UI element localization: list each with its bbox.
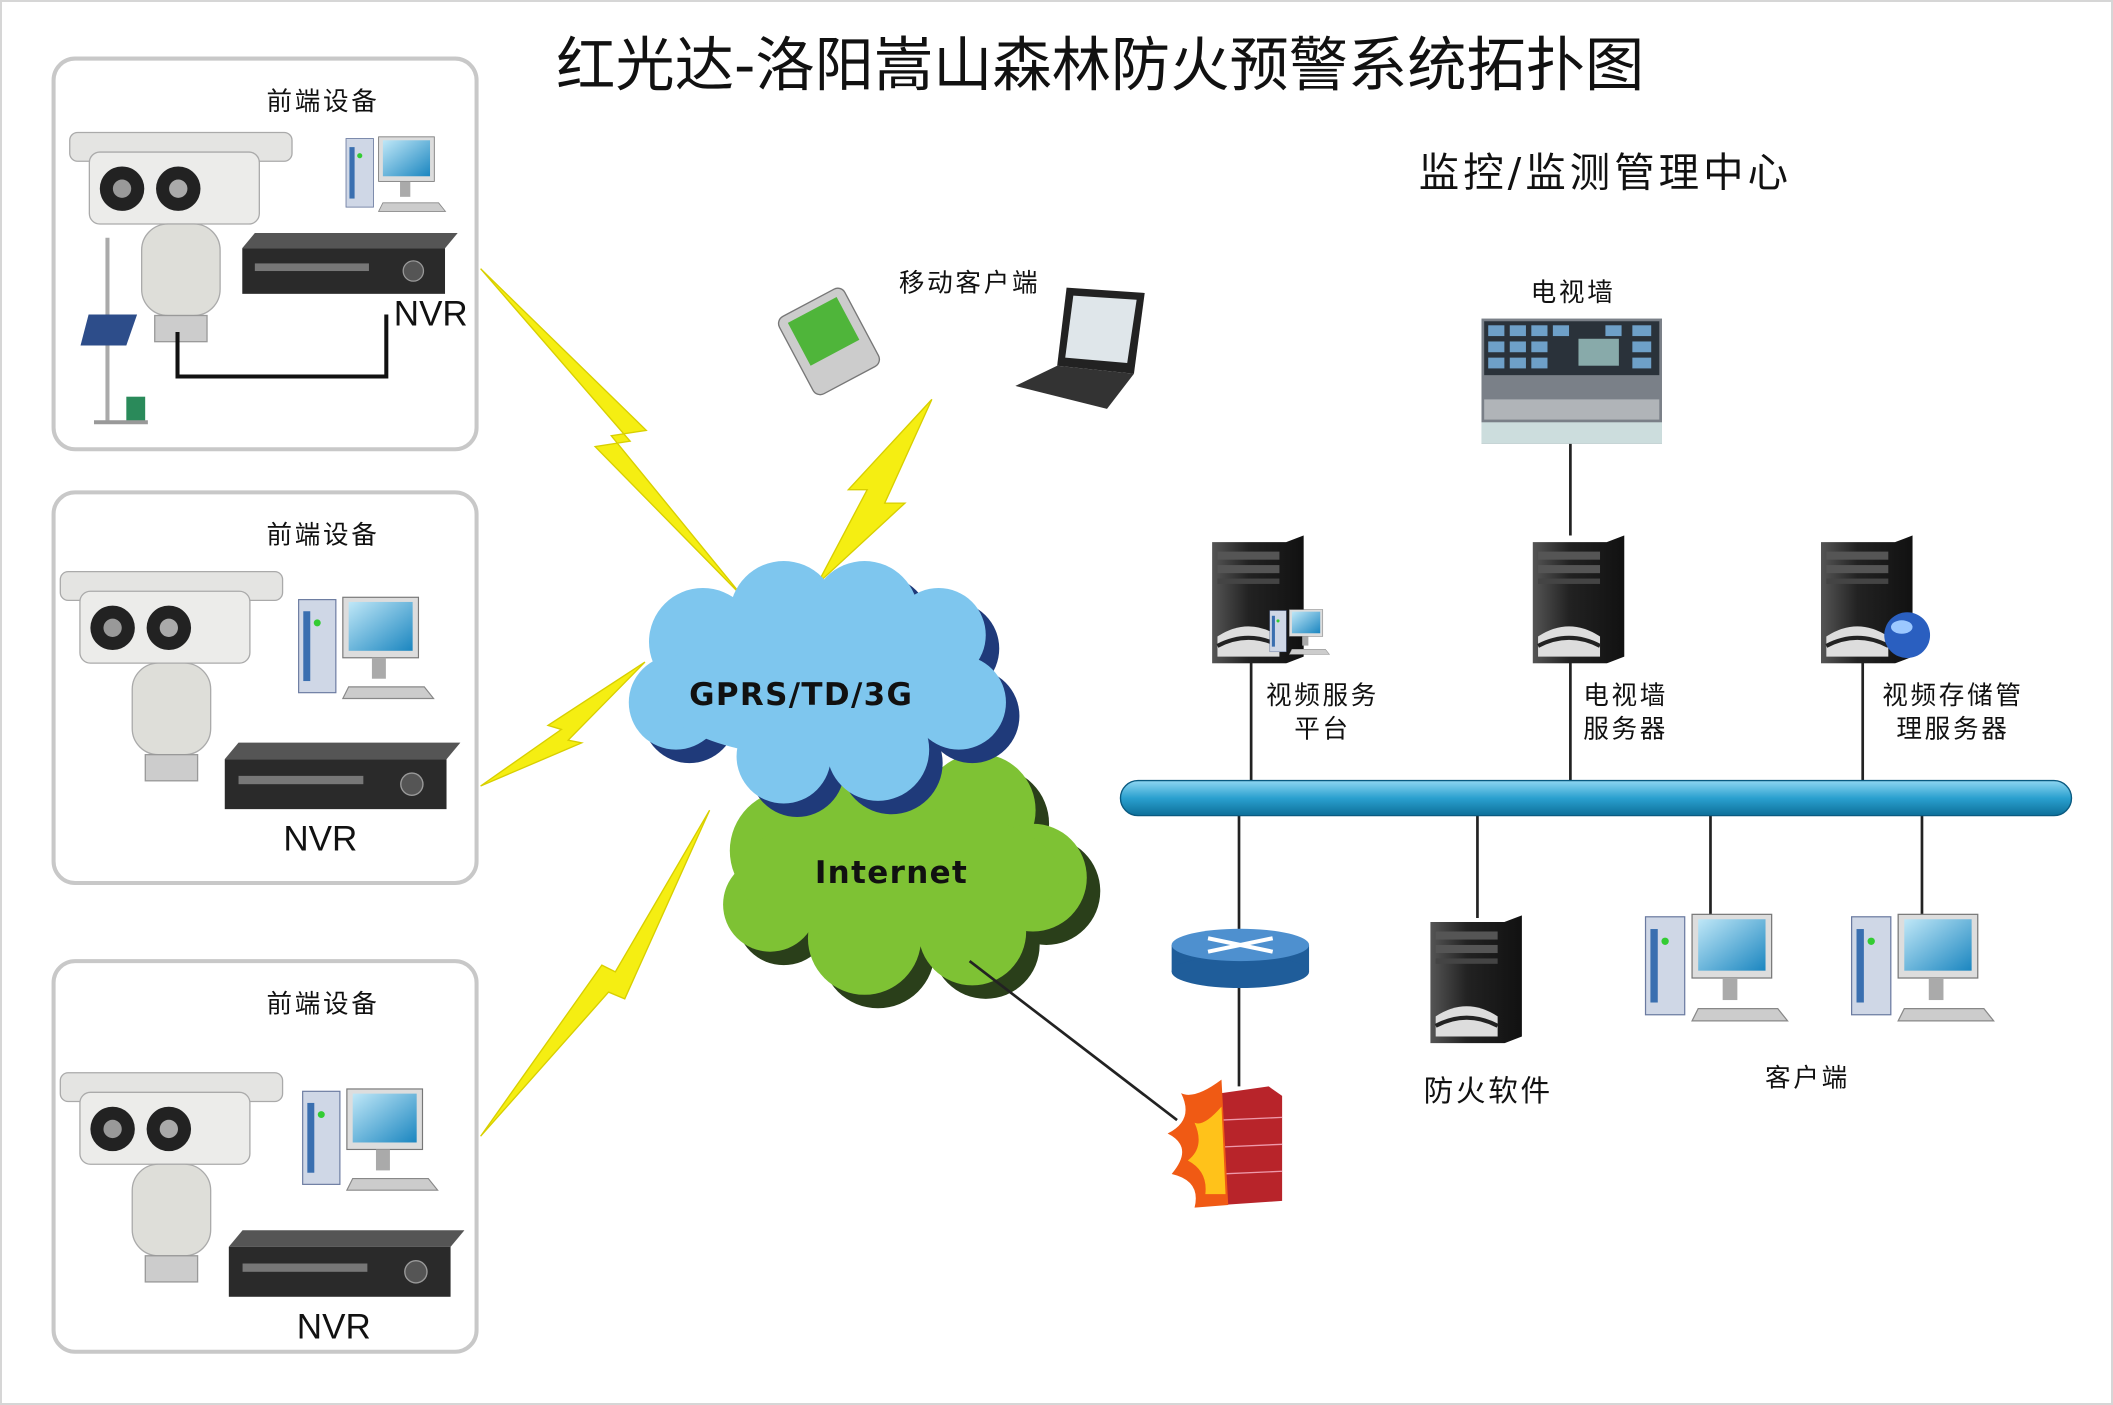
nvr-label: NVR: [283, 820, 357, 859]
mobile-client-label: 移动客户端: [899, 269, 1040, 299]
bus-connectors: [968, 662, 1924, 1122]
center-title: 监控/监测管理中心: [1419, 149, 1792, 197]
tv-wall-icon: [1481, 318, 1662, 444]
nvr-icon: [242, 232, 458, 295]
server-label: 视频服务: [1266, 681, 1379, 711]
client-computer-icon: [1850, 913, 1995, 1022]
connection-line: [175, 314, 389, 379]
fire-software-label: 防火软件: [1424, 1073, 1553, 1108]
server-label: 理服务器: [1896, 715, 2009, 745]
lightning-bolt-icon: [480, 809, 711, 1137]
client-label: 客户端: [1765, 1063, 1850, 1093]
globe-icon: [1884, 612, 1931, 659]
nvr-label: NVR: [297, 1307, 371, 1346]
laptop-icon: [1015, 287, 1145, 409]
front-panel-label: 前端设备: [266, 87, 379, 117]
server-label: 平台: [1294, 715, 1351, 745]
front-panel-3: 前端设备 NVR: [51, 959, 479, 1354]
lightning-bolt-icon: [816, 398, 933, 585]
nvr-icon: [228, 1229, 465, 1298]
internet-label: Internet: [815, 855, 968, 891]
server-icon: [1212, 535, 1304, 663]
router-icon: [1171, 928, 1310, 989]
wireless-cloud: GPRS/TD/3G: [628, 561, 1020, 817]
lightning-bolt-icon: [480, 268, 744, 598]
server-label: 视频存储管: [1882, 681, 2023, 711]
front-panel-2: 前端设备 NVR: [51, 490, 479, 886]
server-label: 电视墙: [1583, 681, 1668, 711]
server-icon: [1533, 535, 1625, 663]
front-panel-label: 前端设备: [266, 521, 379, 551]
network-bus: [1119, 779, 2073, 817]
front-panel-label: 前端设备: [266, 989, 379, 1019]
nvr-icon: [224, 741, 461, 810]
front-panel-1: 前端设备 NVR: [51, 56, 479, 452]
client-computer-icon: [1644, 913, 1789, 1022]
lightning-bolt-icon: [480, 661, 646, 787]
solar-pole-icon: [80, 237, 148, 425]
wireless-network-label: GPRS/TD/3G: [689, 677, 913, 713]
tv-wall-label: 电视墙: [1531, 278, 1616, 308]
firewall-icon: [1167, 1079, 1283, 1208]
server-icon: [1430, 915, 1522, 1043]
nvr-label: NVR: [394, 294, 468, 333]
pda-icon: [777, 287, 881, 396]
server-label: 服务器: [1583, 715, 1668, 745]
diagram-title: 红光达-洛阳嵩山森林防火预警系统拓扑图: [556, 31, 1644, 100]
